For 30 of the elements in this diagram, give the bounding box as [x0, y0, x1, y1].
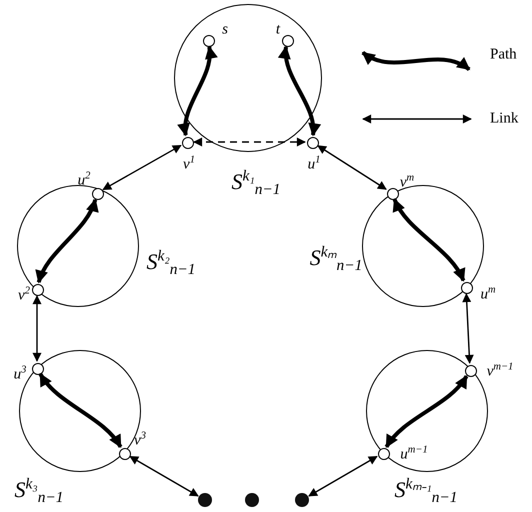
ellipsis-dot	[198, 493, 212, 507]
vertex-label: v$^{m−1}$	[486, 362, 514, 380]
link-arrow	[193, 138, 306, 146]
vertex-label: v$^{m}$	[400, 174, 414, 190]
legend-label: Path	[490, 46, 517, 64]
path-arrow	[384, 374, 468, 448]
link-arrow	[102, 144, 182, 190]
path-arrow	[36, 198, 98, 284]
path-arrow	[392, 198, 466, 282]
vertex-label: u$^{3}$	[14, 366, 26, 382]
path-arrow	[178, 46, 217, 136]
ellipsis-dot	[295, 493, 309, 507]
link-arrow	[317, 145, 387, 190]
vertex-label: u$^{1}$	[308, 156, 320, 172]
vertex-label: t	[276, 22, 280, 38]
vertex-label: v$^{1}$	[183, 156, 195, 172]
link-arrow	[308, 456, 378, 497]
ellipsis-dot	[245, 493, 259, 507]
vertex-label: u$^{m−1}$	[400, 446, 428, 462]
vertex-label: v$^{3}$	[134, 432, 146, 448]
link-arrow	[462, 293, 474, 364]
vertex-label: v$^{2}$	[18, 286, 30, 304]
path-arrow	[279, 46, 320, 136]
path-arrow	[38, 373, 122, 448]
vertex-label: s	[222, 22, 228, 38]
legend-label: Link	[490, 110, 518, 128]
vertex-label: u$^{m}$	[480, 286, 496, 302]
vertex-label: u$^{2}$	[78, 172, 90, 188]
link-arrow	[32, 295, 42, 362]
link-arrow	[129, 456, 199, 497]
